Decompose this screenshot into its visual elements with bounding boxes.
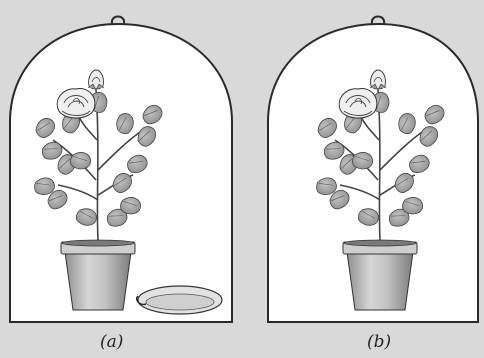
caption-b: (b) <box>367 332 391 352</box>
flower-pot-b <box>343 240 417 310</box>
jar-handle-b <box>372 17 384 25</box>
jar-handle-a <box>112 17 124 25</box>
caption-a: (a) <box>100 332 123 352</box>
panel-a <box>10 17 232 323</box>
water-dish <box>137 286 222 314</box>
panel-b <box>268 17 478 323</box>
flower-pot-a <box>61 240 135 310</box>
